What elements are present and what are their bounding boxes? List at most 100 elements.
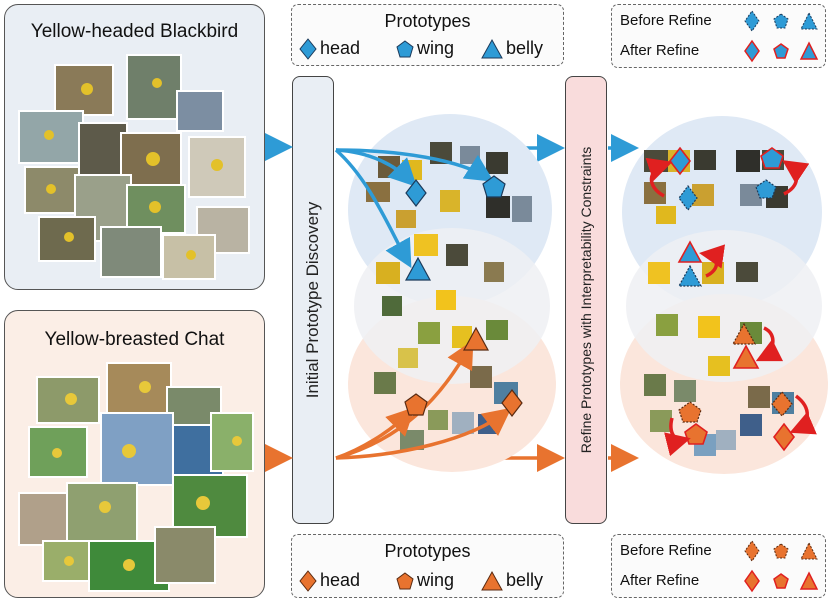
legend-label-wing: wing [417, 570, 455, 590]
orange-head-prototype [501, 389, 523, 417]
thumb [494, 382, 518, 404]
bird-body [99, 501, 111, 513]
blue-prototype-arrows [334, 148, 494, 269]
refine-arrow [782, 160, 810, 196]
refine-arrow [755, 326, 784, 362]
orange-belly-after [732, 344, 760, 369]
after-refine-prototypes [668, 146, 796, 452]
thumb [644, 150, 668, 172]
refine-legend-shapes [744, 10, 819, 63]
thumb [470, 366, 492, 388]
thumb [440, 190, 460, 212]
thumb [18, 492, 68, 546]
thumb [460, 146, 480, 164]
thumb [740, 184, 762, 206]
thumb [382, 296, 402, 316]
refine-arrow [664, 417, 691, 457]
blue-wing-before [755, 179, 777, 199]
thumb [766, 186, 788, 208]
thumb [736, 262, 758, 282]
bird-body [196, 496, 210, 510]
thumb [648, 262, 670, 284]
thumb [644, 182, 666, 204]
arrow-to-wing [335, 407, 415, 460]
thumb [702, 262, 724, 284]
bird-markers [44, 78, 223, 260]
thumb [656, 206, 676, 224]
orange-head-before [771, 391, 793, 417]
arrow-to-wing [335, 148, 494, 182]
thumb [762, 150, 784, 170]
thumb [644, 374, 666, 396]
blue-ellipse [622, 116, 822, 308]
triangle-icon [800, 11, 818, 30]
prototype-legend-orange: Prototypes head wing belly [291, 534, 564, 598]
bird-body [65, 393, 77, 405]
bird-head [64, 232, 74, 242]
thumb [452, 412, 474, 434]
before-refine-prototypes [677, 179, 793, 423]
overlap-ellipse [626, 230, 822, 382]
after-refine-label: After Refine [620, 572, 700, 589]
thumb [162, 234, 216, 280]
thumb [708, 356, 730, 376]
diamond-icon [299, 570, 317, 592]
refine-legend-shapes [744, 540, 819, 593]
initial-cluster [334, 114, 556, 472]
chat-image-collage [18, 362, 254, 592]
overlap-ellipse [354, 228, 550, 384]
diamond-icon [299, 38, 317, 60]
thumb [24, 166, 80, 214]
thumb [512, 196, 532, 222]
class-title-chat: Yellow-breasted Chat [44, 329, 225, 350]
blue-head-prototype [405, 179, 427, 207]
thumb [716, 430, 736, 450]
before-refine-label: Before Refine [620, 542, 712, 559]
diamond-icon [744, 569, 760, 593]
bird-head [44, 130, 54, 140]
legend-label-belly: belly [506, 570, 544, 590]
thumb [428, 410, 448, 430]
thumb [414, 234, 438, 256]
legend-title: Prototypes [384, 541, 471, 561]
stage-refine-label: Refine Prototypes with Interpretability … [578, 146, 594, 454]
thumb [430, 142, 452, 164]
diamond-icon [744, 540, 760, 562]
pentagon-icon [773, 13, 789, 29]
cluster-thumbnails [366, 142, 532, 450]
orange-ellipse [348, 296, 556, 472]
bird-head [81, 83, 93, 95]
stage-refine: Refine Prototypes with Interpretability … [565, 76, 607, 524]
arrow-to-head [335, 407, 512, 460]
thumb [100, 226, 162, 278]
thumb [736, 150, 760, 172]
triangle-icon [799, 571, 819, 590]
thumb [378, 156, 400, 178]
orange-wing-before [678, 401, 702, 423]
thumb [748, 386, 770, 408]
thumb [106, 362, 172, 414]
legend-shapes [299, 570, 503, 592]
bird-head [146, 152, 160, 166]
thumb [210, 412, 254, 472]
thumb [78, 122, 128, 176]
pentagon-icon [396, 572, 414, 590]
bird-body [232, 436, 242, 446]
legend-label-head: head [320, 38, 361, 58]
thumb [486, 152, 508, 174]
orange-ellipse [620, 294, 828, 474]
orange-belly-before [731, 322, 757, 345]
pentagon-icon [773, 43, 789, 59]
triangle-icon [799, 41, 819, 60]
blue-wing-after [760, 147, 784, 169]
collage-thumbnails [18, 362, 254, 592]
bird-head [186, 250, 196, 260]
thumb [452, 326, 472, 348]
thumb [374, 372, 396, 394]
class-panel-chat: Yellow-breasted Chat [4, 310, 265, 598]
blue-wing-prototype [482, 175, 506, 198]
triangle-icon [800, 541, 818, 560]
blue-ellipse [348, 114, 552, 306]
pentagon-icon [396, 40, 414, 58]
bird-head [149, 201, 161, 213]
